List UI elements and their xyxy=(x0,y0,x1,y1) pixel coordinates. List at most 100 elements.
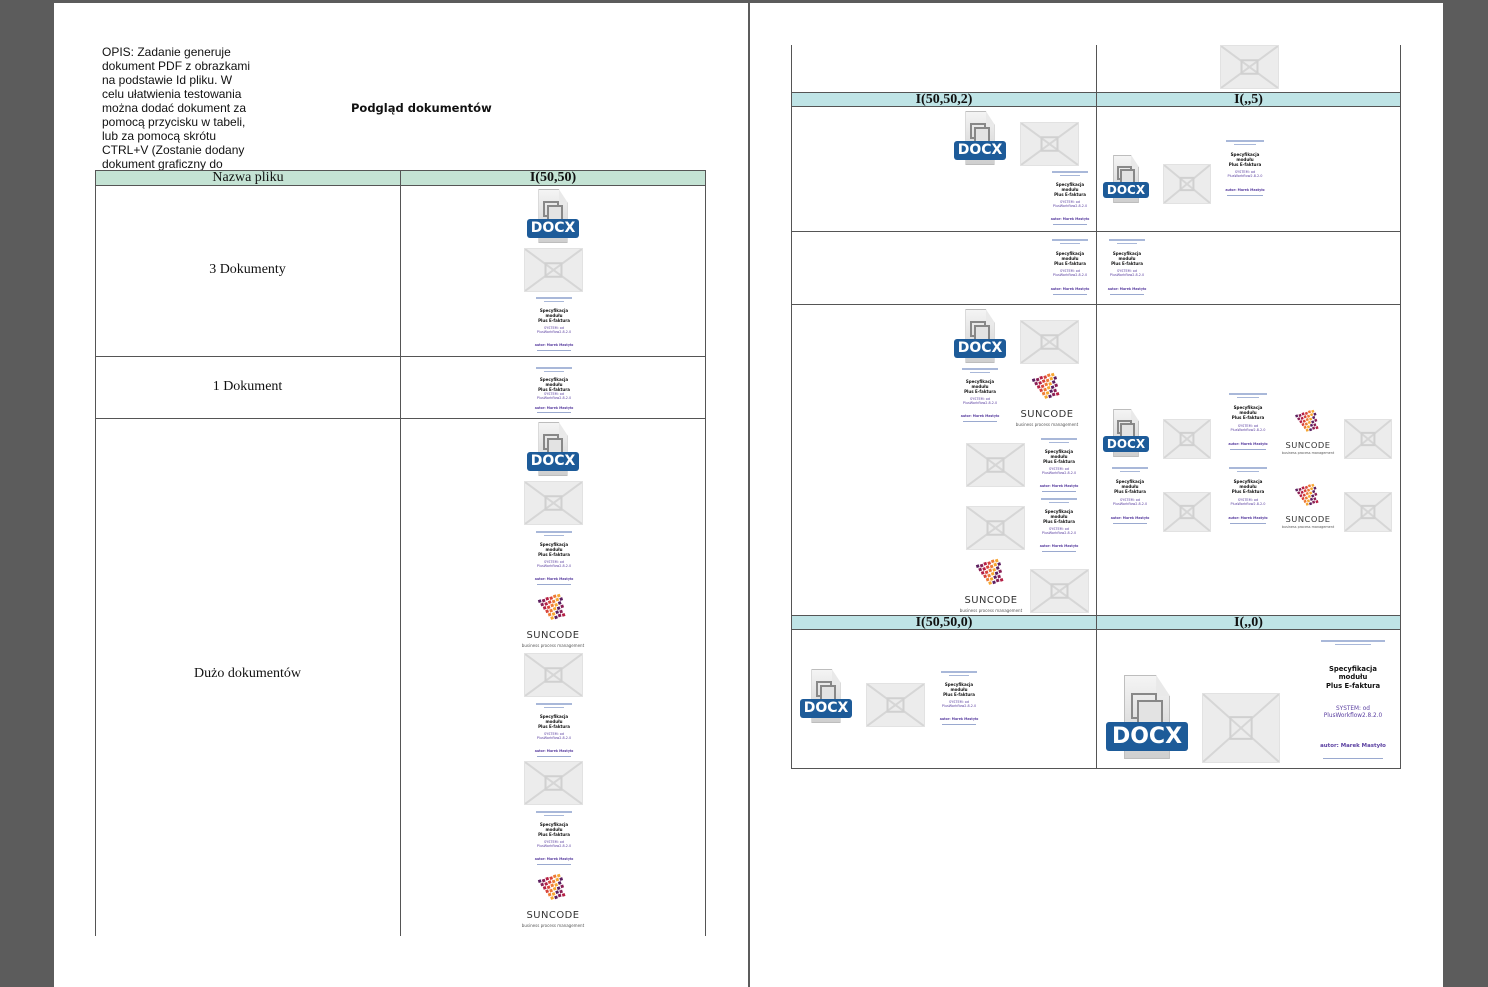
spec-author: autor: Marek Mastyło xyxy=(1107,287,1147,291)
suncode-tagline: business process management xyxy=(521,642,585,648)
spec-system-line: PlusWorkflow2.8.2.0 xyxy=(1227,174,1263,179)
preview-title: Podgląd dokumentów xyxy=(351,101,492,115)
spec-title-line: modułu xyxy=(1236,157,1254,163)
spec-system-line: SYSTEM: od xyxy=(1049,467,1069,471)
spec-title-line: Specyfikacja xyxy=(539,308,569,313)
image-placeholder xyxy=(1344,419,1392,459)
spec-title-line: Plus E-faktura xyxy=(1054,261,1086,266)
spec-title-line: Plus E-faktura xyxy=(538,318,570,323)
suncode-wordmark: SUNCODE xyxy=(526,910,580,922)
spec-title-line: modułu xyxy=(1118,256,1136,261)
image-placeholder xyxy=(1163,419,1211,459)
docx-thumbnail: DOCX xyxy=(954,309,1006,363)
image-placeholder xyxy=(966,443,1025,487)
spec-title-line: Plus E-faktura xyxy=(1043,519,1075,524)
docx-label: DOCX xyxy=(1103,181,1149,199)
header-i-50-50-0: I(50,50,0) xyxy=(791,615,1097,630)
spec-system-line: SYSTEM: od xyxy=(1120,498,1140,502)
spec-title-line: Specyfikacja xyxy=(944,682,974,687)
image-placeholder xyxy=(966,506,1025,550)
spec-title-line: Specyfikacja xyxy=(1233,405,1263,410)
spec-title-line: Specyfikacja xyxy=(539,822,569,827)
spec-system-line: SYSTEM: od xyxy=(544,392,564,396)
spec-system-line: SYSTEM: od xyxy=(949,700,969,704)
image-placeholder xyxy=(866,683,925,727)
suncode-mark-icon xyxy=(976,558,1004,585)
header-file-name: Nazwa pliku xyxy=(95,170,401,186)
spec-author: autor: Marek Mastyło xyxy=(534,343,574,347)
spec-system-line: PlusWorkflow2.8.2.0 xyxy=(1112,502,1148,507)
suncode-mark-icon xyxy=(538,873,566,900)
table-border-middle xyxy=(1096,45,1097,769)
spec-title-line: Specyfikacja xyxy=(1055,251,1085,256)
docx-thumbnail: DOCX xyxy=(1103,409,1149,457)
spec-system-line: PlusWorkflow2.8.2.0 xyxy=(1109,273,1145,278)
suncode-tagline: business process management xyxy=(521,922,585,928)
spec-title-line: Plus E-faktura xyxy=(964,389,996,394)
spec-title-line: Plus E-faktura xyxy=(1043,459,1075,464)
docx-label: DOCX xyxy=(527,452,579,471)
docx-label: DOCX xyxy=(1103,435,1149,453)
spec-title-line: modułu xyxy=(1061,256,1079,261)
table-border-bottom xyxy=(791,768,1400,769)
spec-title-line: Specyfikacja xyxy=(1055,182,1085,187)
image-placeholder xyxy=(524,248,583,292)
spec-title-line: modułu xyxy=(971,384,989,389)
spec-author: autor: Marek Mastyło xyxy=(534,577,574,581)
spec-title-line: Specyfikacja xyxy=(1112,251,1142,256)
spec-title-line: modułu xyxy=(1121,484,1139,489)
spec-title-line: Plus E-faktura xyxy=(1111,261,1143,266)
spec-title-line: modułu xyxy=(1338,673,1368,682)
spec-system-line: SYSTEM: od xyxy=(1237,424,1259,428)
row-label-duzo-dokumentow: Dużo dokumentów xyxy=(194,666,301,681)
spec-system-line: PlusWorkflow2.8.2.0 xyxy=(536,736,572,741)
spec-system-line: SYSTEM: od xyxy=(544,732,564,736)
docx-thumbnail: DOCX xyxy=(800,669,852,723)
image-placeholder xyxy=(1020,320,1079,364)
spec-author: autor: Marek Mastyło xyxy=(960,414,1000,418)
image-placeholder-large xyxy=(1202,693,1280,763)
spec-author: autor: Marek Mastyło xyxy=(534,406,574,410)
spec-system-line: PlusWorkflow2.8.2.0 xyxy=(1052,273,1088,278)
spec-title-line: Plus E-faktura xyxy=(1228,162,1262,168)
spec-author: autor: Marek Mastyło xyxy=(1225,188,1265,192)
docx-label: DOCX xyxy=(527,219,579,238)
spec-title-line: modułu xyxy=(1050,454,1068,459)
spec-author: autor: Marek Mastyło xyxy=(534,857,574,861)
row-divider xyxy=(95,418,706,419)
spec-author: autor: Marek Mastyło xyxy=(1320,743,1386,749)
suncode-wordmark: SUNCODE xyxy=(1285,440,1331,451)
docx-thumbnail: DOCX xyxy=(1103,155,1149,203)
row-label-3-dokumenty: 3 Dokumenty xyxy=(209,262,286,277)
suncode-tagline: business process management xyxy=(959,607,1023,613)
spec-title-line: modułu xyxy=(1061,187,1079,192)
suncode-mark-icon xyxy=(1295,409,1319,432)
spec-title-line: Plus E-faktura xyxy=(538,387,570,392)
spec-title-line: Specyfikacja xyxy=(1233,479,1263,484)
spec-system-line: SYSTEM: od xyxy=(1049,527,1069,531)
docx-label: DOCX xyxy=(800,699,852,718)
spec-author: autor: Marek Mastyło xyxy=(939,717,979,721)
spec-system-line: PlusWorkflow2.8.2.0 xyxy=(536,396,572,401)
docx-thumbnail-large: DOCX xyxy=(1106,675,1188,759)
spec-title-line: modułu xyxy=(950,687,968,692)
spec-system-line: SYSTEM: od xyxy=(1336,706,1370,712)
